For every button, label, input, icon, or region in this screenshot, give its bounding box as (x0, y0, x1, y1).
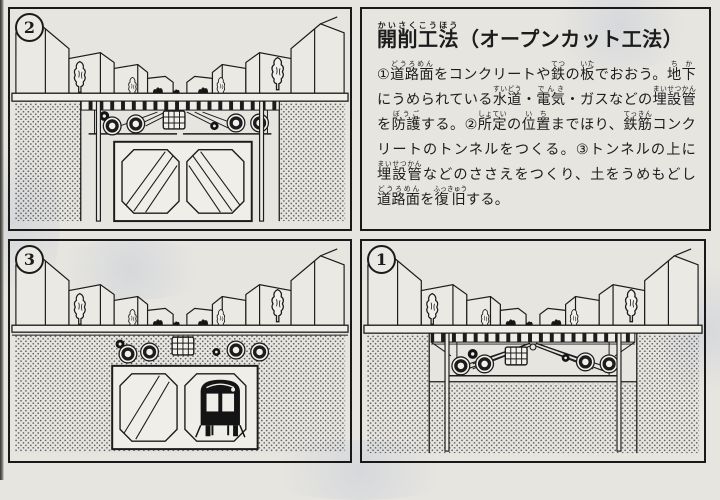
trench-walls (80, 101, 280, 222)
step-number: 2 (23, 18, 36, 37)
step-number-badge: 1 (367, 245, 396, 274)
road-surface (363, 324, 703, 334)
page-binding-edge (0, 0, 4, 480)
steel-piles (95, 100, 265, 222)
panel-step3-illustration: 3 (8, 239, 352, 463)
buried-pipes (99, 110, 271, 137)
road-deck (80, 100, 280, 111)
step1-drawing (363, 241, 703, 454)
step-number: 1 (375, 250, 388, 269)
trench-walls (428, 333, 638, 454)
step-number-badge: 3 (15, 245, 44, 274)
steel-piles (444, 332, 622, 452)
step3-drawing (11, 241, 349, 453)
earth-stipple (366, 335, 700, 454)
panel-text: 開削工法かいさくこうほう（オープンカット工法） ①道路面どうろめんをコンクリート… (360, 7, 711, 231)
panel-step2-illustration: 2 (8, 7, 352, 231)
panel-step1-illustration: 1 (360, 239, 706, 463)
step-number: 3 (23, 250, 36, 269)
road-deck (430, 332, 636, 343)
subway-train-icon (195, 379, 246, 438)
tunnel-box (113, 140, 253, 223)
step2-drawing (11, 9, 349, 223)
road-surface (11, 324, 349, 333)
step-number-badge: 2 (15, 13, 44, 42)
page-title: 開削工法かいさくこうほう（オープンカット工法） (377, 21, 684, 51)
earth-stipple (14, 103, 346, 222)
road-surface (11, 92, 349, 102)
instructions-text: ①道路面どうろめんをコンクリートや鉄てつの板いたでおおう。地下ちかにうめられてい… (377, 61, 697, 208)
buried-pipes (450, 346, 620, 377)
